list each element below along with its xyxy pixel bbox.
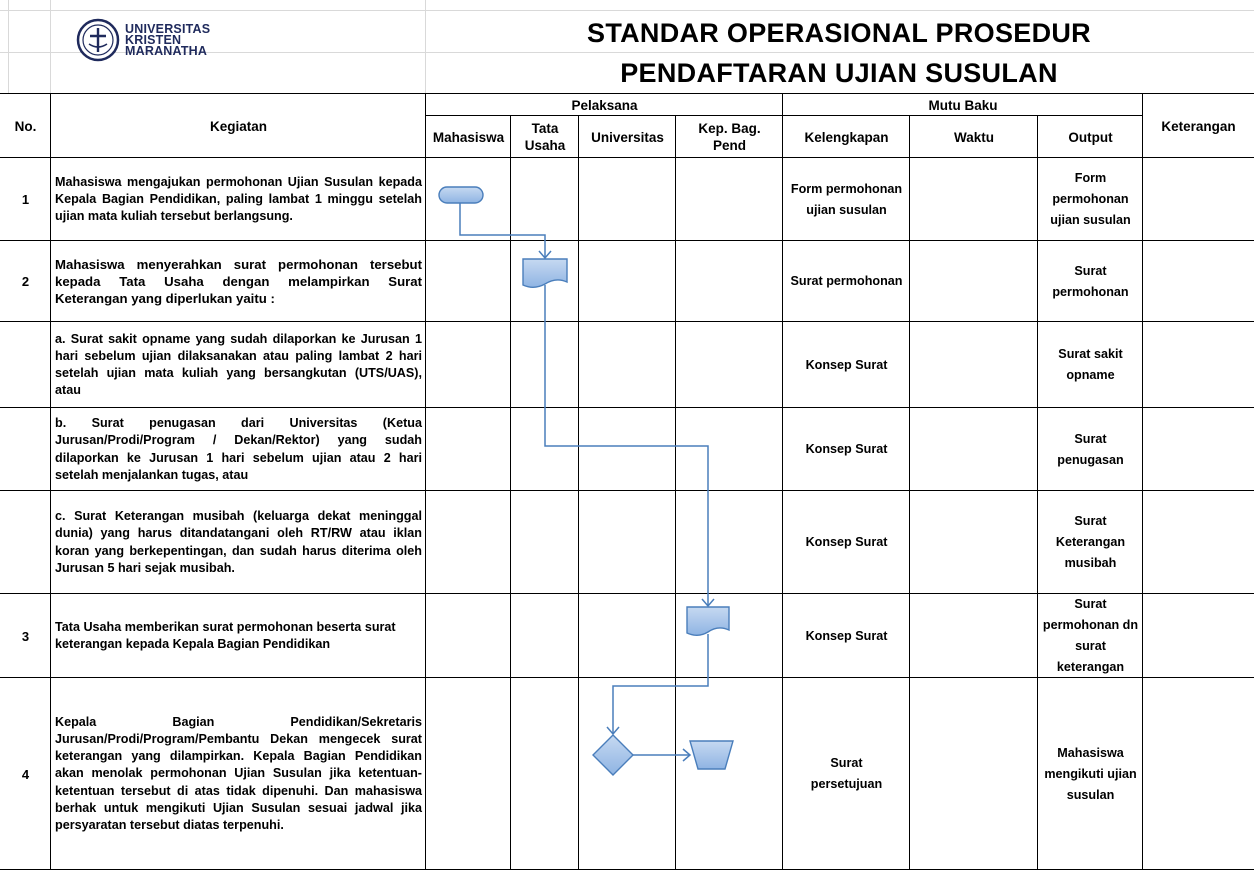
kelengkapan-value: Surat permohonan <box>790 274 903 288</box>
header-kelengkapan: Kelengkapan <box>804 129 889 145</box>
university-logo-seal <box>76 18 120 62</box>
kelengkapan-value: Surat persetujuan <box>810 756 883 791</box>
header-mahasiswa: Mahasiswa <box>432 129 505 145</box>
header-output: Output <box>1068 129 1113 145</box>
header-universitas: Universitas <box>591 129 664 145</box>
logo-text-kristen: KRISTEN <box>125 33 182 47</box>
output-value: Surat Keterangan musibah <box>1055 514 1126 570</box>
header-kep-bag-pend: Kep. Bag. Pend <box>698 121 761 153</box>
waktu-value <box>910 491 1038 594</box>
arrowhead <box>538 250 552 260</box>
header-tata-usaha: Tata Usaha <box>524 121 566 153</box>
header-kegiatan: Kegiatan <box>209 118 267 134</box>
keterangan-value <box>1143 241 1254 322</box>
document-shape <box>522 258 568 288</box>
waktu-value <box>910 158 1038 241</box>
waktu-value <box>910 322 1038 408</box>
logo-text-universitas: UNIVERSITAS <box>125 22 211 36</box>
row-number <box>0 322 51 408</box>
arrowhead <box>682 748 692 762</box>
activity-description: Mahasiswa menyerahkan surat permohonan t… <box>55 256 422 307</box>
output-value: Mahasiswa mengikuti ujian susulan <box>1044 745 1137 802</box>
page-title-line1: STANDAR OPERASIONAL PROSEDUR <box>587 18 1091 48</box>
keterangan-value <box>1143 322 1254 408</box>
keterangan-value <box>1143 594 1254 678</box>
output-value: Surat sakit opname <box>1058 347 1123 382</box>
header-pelaksana: Pelaksana <box>571 97 638 113</box>
keterangan-value <box>1143 408 1254 491</box>
arrowhead <box>606 726 620 736</box>
kelengkapan-value: Konsep Surat <box>805 628 888 643</box>
activity-description: Mahasiswa mengajukan permohonan Ujian Su… <box>55 174 422 224</box>
header-mutu-baku: Mutu Baku <box>928 97 998 113</box>
activity-description: c. Surat Keterangan musibah (keluarga de… <box>55 509 422 575</box>
row-number: 3 <box>21 628 30 644</box>
page-title-line2: PENDAFTARAN UJIAN SUSULAN <box>620 58 1058 88</box>
waktu-value <box>910 241 1038 322</box>
manual-operation-shape <box>689 740 734 770</box>
activity-description: b. Surat penugasan dari Universitas (Ket… <box>55 416 422 482</box>
keterangan-value <box>1143 158 1254 241</box>
keterangan-value <box>1143 678 1254 870</box>
row-number: 2 <box>21 274 30 289</box>
row-number <box>0 408 51 491</box>
kelengkapan-value: Konsep Surat <box>805 357 888 372</box>
row-number: 4 <box>21 766 30 782</box>
header-waktu: Waktu <box>954 129 994 145</box>
header-keterangan: Keterangan <box>1161 118 1236 134</box>
kelengkapan-value: Konsep Surat <box>805 535 888 549</box>
kelengkapan-value: Konsep Surat <box>805 442 888 456</box>
kelengkapan-value: Form permohonan ujian susulan <box>790 181 903 217</box>
output-value: Surat permohonan <box>1052 263 1129 299</box>
row-number: 1 <box>21 192 30 207</box>
flow-connector <box>612 634 709 734</box>
arrowhead <box>701 598 715 608</box>
keterangan-value <box>1143 491 1254 594</box>
flow-connector <box>544 285 709 606</box>
output-value: Surat permohonan dn surat keterangan <box>1042 597 1139 674</box>
activity-description: Tata Usaha memberikan surat permohonan b… <box>55 619 396 651</box>
document-shape <box>686 606 730 636</box>
header-no: No. <box>14 118 37 134</box>
decision-diamond <box>592 734 634 776</box>
waktu-value <box>910 408 1038 491</box>
output-value: Surat penugasan <box>1057 431 1124 467</box>
waktu-value <box>910 594 1038 678</box>
flow-connector <box>459 203 546 258</box>
waktu-value <box>910 678 1038 870</box>
terminator-shape <box>438 186 484 204</box>
logo-text-maranatha: MARANATHA <box>125 44 208 58</box>
row-number <box>0 491 51 594</box>
activity-description: Kepala Bagian Pendidikan/Sekretaris Juru… <box>55 714 422 832</box>
activity-description: a. Surat sakit opname yang sudah dilapor… <box>55 331 422 398</box>
output-value: Form permohonan ujian susulan <box>1050 171 1131 227</box>
